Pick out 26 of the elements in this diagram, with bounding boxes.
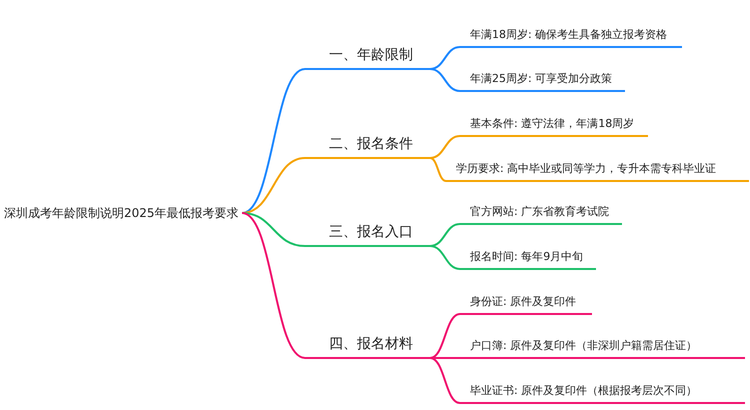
branch-connector	[430, 68, 460, 92]
subtopic: 年满25周岁: 可享受加分政策	[460, 66, 625, 92]
subtopic: 身份证: 原件及复印件	[460, 289, 592, 315]
branch-topic: 四、报名材料	[305, 331, 430, 359]
branch-connector	[430, 245, 460, 270]
subtopic: 户口簿: 原件及复印件（非深圳户籍需居住证）	[460, 333, 745, 359]
branch-connector	[430, 357, 460, 404]
branch-connector	[242, 68, 306, 214]
central-topic: 深圳成考年龄限制说明2025年最低报考要求	[4, 202, 242, 224]
branch-connector	[430, 46, 460, 70]
branch-topic: 一、年龄限制	[305, 42, 430, 70]
branch-connector	[430, 135, 460, 159]
branch-connector	[430, 223, 460, 247]
subtopic: 官方网站: 广东省教育考试院	[460, 199, 622, 225]
branch-connector	[430, 313, 460, 359]
branch-topic: 二、报名条件	[305, 131, 430, 159]
branch-connector	[242, 212, 306, 359]
branch-connector	[430, 357, 460, 359]
subtopic: 毕业证书: 原件及复印件（根据报考层次不同）	[460, 378, 745, 404]
branch-topic: 三、报名入口	[305, 219, 430, 247]
branch-connector	[242, 212, 306, 247]
subtopic: 报名时间: 每年9月中旬	[460, 244, 596, 270]
branch-connector	[430, 157, 446, 182]
subtopic: 学历要求: 高中毕业或同等学力，专升本需专科毕业证	[446, 156, 749, 182]
subtopic: 基本条件: 遵守法律，年满18周岁	[460, 111, 648, 137]
subtopic: 年满18周岁: 确保考生具备独立报考资格	[460, 22, 682, 48]
